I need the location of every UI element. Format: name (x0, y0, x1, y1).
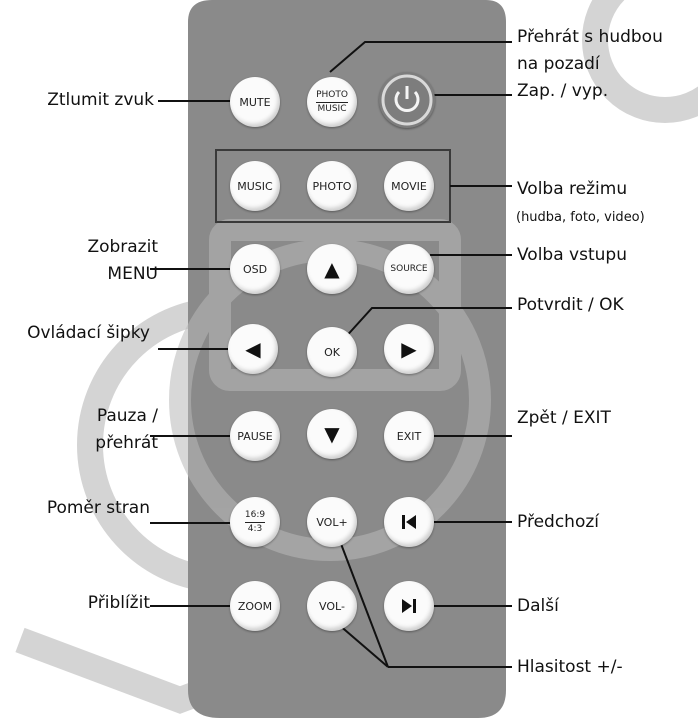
label-prev: Předchozí (517, 512, 599, 532)
photo-music-top: PHOTO (316, 90, 348, 103)
volume-down-label: VOL- (319, 599, 345, 613)
label-pause-1: Pauza / (96, 406, 158, 426)
aspect-ratio-button[interactable]: 16:9 4:3 (230, 497, 280, 547)
mute-button[interactable]: MUTE (230, 77, 280, 127)
source-button-label: SOURCE (390, 264, 428, 274)
arrow-left-icon: ◀ (245, 337, 261, 361)
label-zoom: Přiblížit (87, 593, 150, 613)
volume-down-button[interactable]: VOL- (307, 581, 357, 631)
zoom-button[interactable]: ZOOM (230, 581, 280, 631)
label-power: Zap. / vyp. (517, 81, 609, 101)
volume-up-label: VOL+ (316, 515, 348, 529)
label-photo-music-2: na pozadí (517, 54, 600, 74)
exit-button[interactable]: EXIT (384, 411, 434, 461)
ok-button-label: OK (324, 345, 340, 359)
osd-button[interactable]: OSD (230, 244, 280, 294)
label-ok: Potvrdit / OK (517, 295, 624, 315)
arrow-up-icon: ▲ (324, 257, 340, 281)
volume-up-button[interactable]: VOL+ (307, 497, 357, 547)
exit-button-label: EXIT (396, 429, 422, 443)
label-mode: Volba režimu (517, 179, 628, 199)
music-button[interactable]: MUSIC (230, 161, 280, 211)
label-source: Volba vstupu (517, 245, 627, 265)
photo-button[interactable]: PHOTO (307, 161, 357, 211)
down-button[interactable]: ▼ (307, 409, 357, 459)
label-mute: Ztlumit zvuk (47, 90, 154, 110)
arrow-down-icon: ▼ (324, 422, 340, 446)
music-button-label: MUSIC (237, 179, 273, 193)
zoom-button-label: ZOOM (237, 599, 273, 613)
aspect-ratio-label: 16:9 4:3 (244, 510, 266, 535)
mute-button-label: MUTE (239, 95, 271, 109)
skip-previous-icon (402, 515, 416, 529)
pause-button[interactable]: PAUSE (230, 411, 280, 461)
leader-lines (150, 41, 512, 668)
skip-next-icon (402, 599, 416, 613)
label-volume: Hlasitost +/- (517, 657, 623, 677)
photo-music-label: PHOTO MUSIC (316, 90, 348, 115)
photo-music-bottom: MUSIC (317, 103, 347, 114)
ratio-bottom: 4:3 (247, 523, 263, 534)
power-icon (381, 74, 433, 126)
previous-button[interactable] (384, 497, 434, 547)
up-button[interactable]: ▲ (307, 244, 357, 294)
label-arrows: Ovládací šipky (27, 323, 150, 343)
label-pause-2: přehrát (95, 433, 158, 453)
ok-button[interactable]: OK (307, 327, 357, 377)
next-button[interactable] (384, 581, 434, 631)
ratio-top: 16:9 (244, 510, 266, 523)
left-button[interactable]: ◀ (228, 324, 278, 374)
label-exit: Zpět / EXIT (517, 408, 611, 428)
label-ratio: Poměr stran (46, 498, 150, 518)
right-button[interactable]: ▶ (384, 324, 434, 374)
label-photo-music-1: Přehrát s hudbou (517, 27, 663, 47)
photo-music-button[interactable]: PHOTO MUSIC (307, 77, 357, 127)
label-next: Další (517, 596, 559, 616)
osd-button-label: OSD (242, 262, 268, 276)
photo-button-label: PHOTO (312, 179, 352, 193)
label-osd-1: Zobrazit (87, 237, 158, 257)
movie-button-label: MOVIE (391, 179, 427, 193)
label-mode-sub: (hudba, foto, video) (516, 210, 645, 225)
arrow-right-icon: ▶ (401, 337, 417, 361)
movie-button[interactable]: MOVIE (384, 161, 434, 211)
power-button[interactable] (379, 72, 435, 128)
label-osd-2: MENU (107, 264, 158, 284)
pause-button-label: PAUSE (237, 429, 273, 443)
source-button[interactable]: SOURCE (384, 244, 434, 294)
